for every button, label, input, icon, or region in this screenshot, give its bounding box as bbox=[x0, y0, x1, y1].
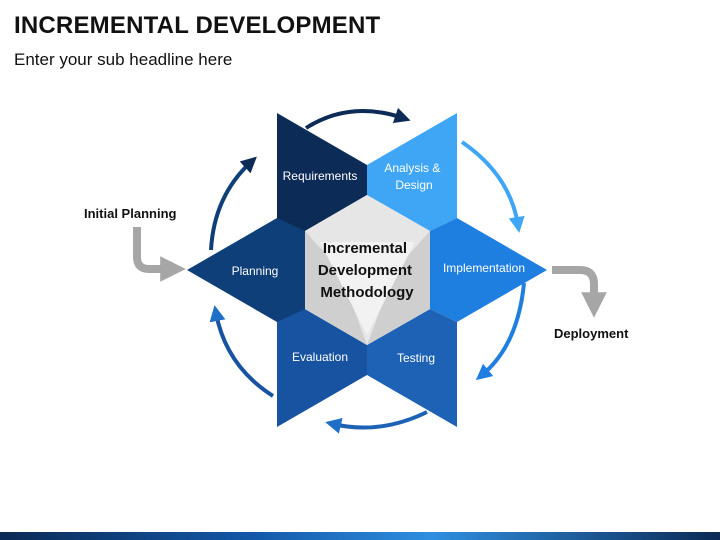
label-analysis-design: Analysis & Design bbox=[384, 161, 443, 192]
segment-testing bbox=[367, 309, 457, 427]
label-implementation: Implementation bbox=[443, 261, 525, 275]
label-requirements: Requirements bbox=[283, 169, 358, 183]
page-title: INCREMENTAL DEVELOPMENT bbox=[14, 12, 381, 39]
segment-implementation bbox=[430, 218, 547, 322]
segment-requirements bbox=[277, 113, 367, 231]
label-testing: Testing bbox=[397, 351, 435, 365]
label-deployment: Deployment bbox=[554, 326, 629, 341]
center-title: Incremental Development Methodology bbox=[318, 240, 416, 301]
arrow-requirements-to-analysis bbox=[304, 107, 411, 130]
arrow-implementation-to-testing bbox=[475, 282, 526, 381]
connector-deployment bbox=[552, 266, 607, 318]
segment-analysis-design bbox=[367, 113, 457, 231]
center-shade-left bbox=[305, 231, 367, 345]
arrow-testing-to-evaluation bbox=[325, 410, 428, 434]
label-evaluation: Evaluation bbox=[292, 350, 348, 364]
center-shade-right bbox=[367, 231, 430, 345]
segment-evaluation bbox=[277, 309, 367, 427]
footer-accent-bar bbox=[0, 532, 720, 540]
arrow-planning-to-requirements bbox=[209, 156, 257, 251]
label-initial-planning: Initial Planning bbox=[84, 206, 177, 221]
connector-initial-planning bbox=[133, 227, 186, 282]
arrow-analysis-to-implementation bbox=[460, 140, 525, 233]
center-white-triangle bbox=[320, 242, 415, 335]
arrow-evaluation-to-planning bbox=[209, 305, 275, 398]
segment-planning bbox=[187, 218, 305, 322]
page-subtitle: Enter your sub headline here bbox=[14, 50, 233, 69]
label-planning: Planning bbox=[232, 264, 279, 278]
